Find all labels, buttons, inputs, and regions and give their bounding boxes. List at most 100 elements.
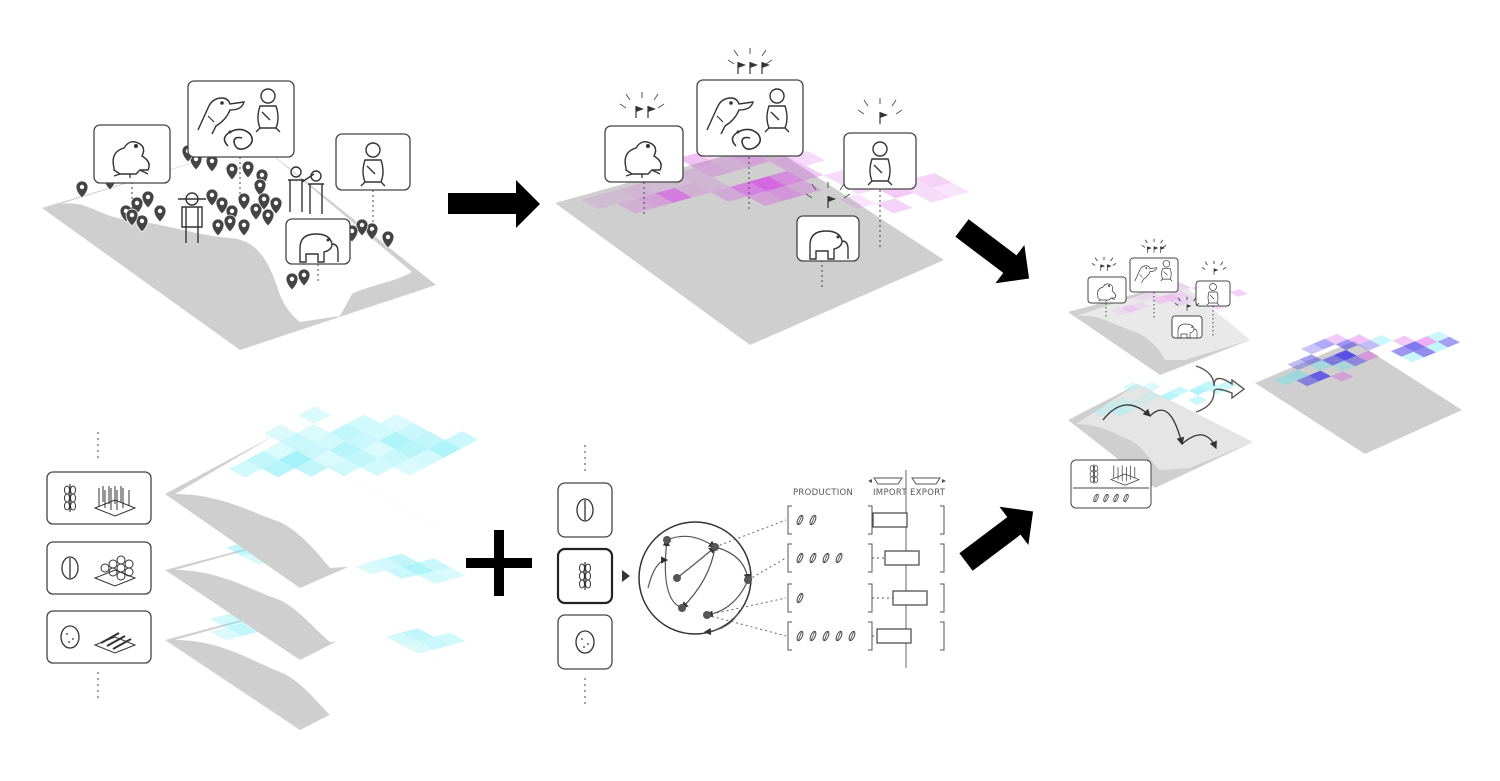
grid-cell bbox=[1287, 359, 1310, 370]
grid-cell bbox=[434, 632, 466, 646]
grid-cell bbox=[1308, 370, 1331, 382]
grid-cell bbox=[1296, 375, 1319, 387]
grid-cell bbox=[1332, 360, 1355, 372]
grid-cell bbox=[1322, 355, 1345, 366]
crop-type-cards bbox=[46, 432, 152, 702]
trade-bar bbox=[876, 628, 912, 644]
grid-cell bbox=[1102, 402, 1121, 412]
production-label: PRODUCTION bbox=[793, 488, 853, 498]
grid-cell bbox=[1208, 385, 1227, 395]
grain-icon bbox=[795, 514, 805, 526]
flag-icon bbox=[635, 105, 645, 119]
plus-icon bbox=[466, 530, 532, 596]
grid-cell bbox=[915, 173, 952, 188]
import-ship-icon bbox=[868, 477, 903, 485]
flag-icon bbox=[1106, 264, 1113, 272]
grid-cell bbox=[581, 194, 618, 210]
grid-cell bbox=[1141, 391, 1160, 402]
grid-cell bbox=[345, 449, 378, 468]
grid-cell bbox=[1391, 346, 1414, 357]
grain-icon bbox=[795, 552, 805, 564]
network-link bbox=[747, 557, 787, 581]
grid-cell bbox=[695, 162, 732, 178]
trade-row bbox=[787, 583, 945, 613]
potato-field-icon bbox=[93, 632, 137, 654]
grid-cell bbox=[226, 623, 258, 636]
arrow-icon bbox=[448, 180, 540, 228]
grid-cell bbox=[370, 557, 402, 571]
priority-flags-small bbox=[1091, 238, 1227, 312]
grid-cell bbox=[1335, 339, 1358, 350]
grid-cell bbox=[1344, 355, 1367, 367]
map-biodiversity-priority bbox=[555, 142, 970, 345]
species-cards-map1 bbox=[93, 80, 411, 282]
grid-cell bbox=[428, 440, 461, 458]
export-ship-icon bbox=[911, 477, 946, 485]
grid-cell bbox=[386, 566, 418, 579]
grid-cell bbox=[1437, 336, 1460, 348]
grid-cell bbox=[1392, 335, 1415, 347]
flag-icon bbox=[879, 111, 889, 125]
trade-row bbox=[787, 543, 945, 573]
grid-cell bbox=[749, 176, 786, 192]
grid-cell bbox=[418, 571, 450, 584]
grid-cell bbox=[402, 641, 434, 654]
grid-cell bbox=[313, 432, 346, 451]
trade-rows bbox=[706, 505, 945, 651]
grid-cell bbox=[676, 167, 713, 183]
grid-cell bbox=[1142, 382, 1161, 392]
grid-cell bbox=[296, 441, 329, 460]
grid-cell bbox=[1112, 397, 1131, 407]
map-species-observations bbox=[42, 143, 436, 350]
grain-icon bbox=[834, 630, 844, 642]
grid-cell bbox=[785, 180, 822, 196]
merge-arrow-icon bbox=[1195, 365, 1246, 413]
grain-icon bbox=[834, 552, 844, 564]
grid-cell bbox=[787, 165, 824, 181]
grid-cell bbox=[674, 182, 711, 198]
trade-bar bbox=[872, 512, 908, 528]
grid-cell bbox=[876, 198, 913, 214]
priority-flags-map2 bbox=[619, 48, 903, 209]
grid-cell bbox=[1370, 335, 1393, 346]
grid-cell bbox=[839, 194, 876, 209]
grid-cell bbox=[379, 431, 412, 450]
grid-cell bbox=[1160, 391, 1179, 401]
grid-cell bbox=[1413, 346, 1436, 358]
grid-cell bbox=[714, 157, 751, 173]
grid-cell bbox=[396, 422, 429, 441]
trade-bar bbox=[884, 550, 920, 566]
observers-group bbox=[178, 166, 324, 243]
grid-cell bbox=[229, 460, 262, 478]
grain-icon bbox=[795, 630, 805, 642]
grid-cell bbox=[1401, 351, 1424, 363]
grain-icon bbox=[808, 552, 818, 564]
flag-icon bbox=[1147, 246, 1153, 254]
export-label: EXPORT bbox=[910, 488, 946, 498]
grid-cell bbox=[1334, 350, 1357, 361]
grid-cell bbox=[655, 188, 692, 203]
grid-cell bbox=[1325, 333, 1348, 345]
grid-cell bbox=[394, 458, 427, 476]
grid-cell bbox=[329, 441, 362, 459]
grid-cell bbox=[363, 423, 396, 441]
grid-cell bbox=[361, 458, 394, 476]
grid-cell bbox=[766, 185, 803, 201]
grid-cell bbox=[210, 614, 242, 628]
grid-cell bbox=[279, 450, 312, 469]
grid-cell bbox=[1427, 331, 1450, 342]
trade-bar bbox=[892, 590, 928, 606]
grid-cell bbox=[347, 414, 380, 433]
grain-icon bbox=[808, 514, 818, 526]
grid-cell bbox=[730, 181, 767, 197]
grid-cell bbox=[636, 193, 673, 209]
grain-icon bbox=[847, 630, 857, 642]
grid-cell bbox=[328, 458, 361, 477]
grid-cell bbox=[362, 440, 395, 459]
grain-icon bbox=[795, 592, 805, 604]
grid-cell bbox=[617, 198, 654, 214]
grid-cell bbox=[1189, 385, 1208, 396]
grid-cell bbox=[263, 442, 296, 460]
grid-cell bbox=[1131, 396, 1150, 407]
